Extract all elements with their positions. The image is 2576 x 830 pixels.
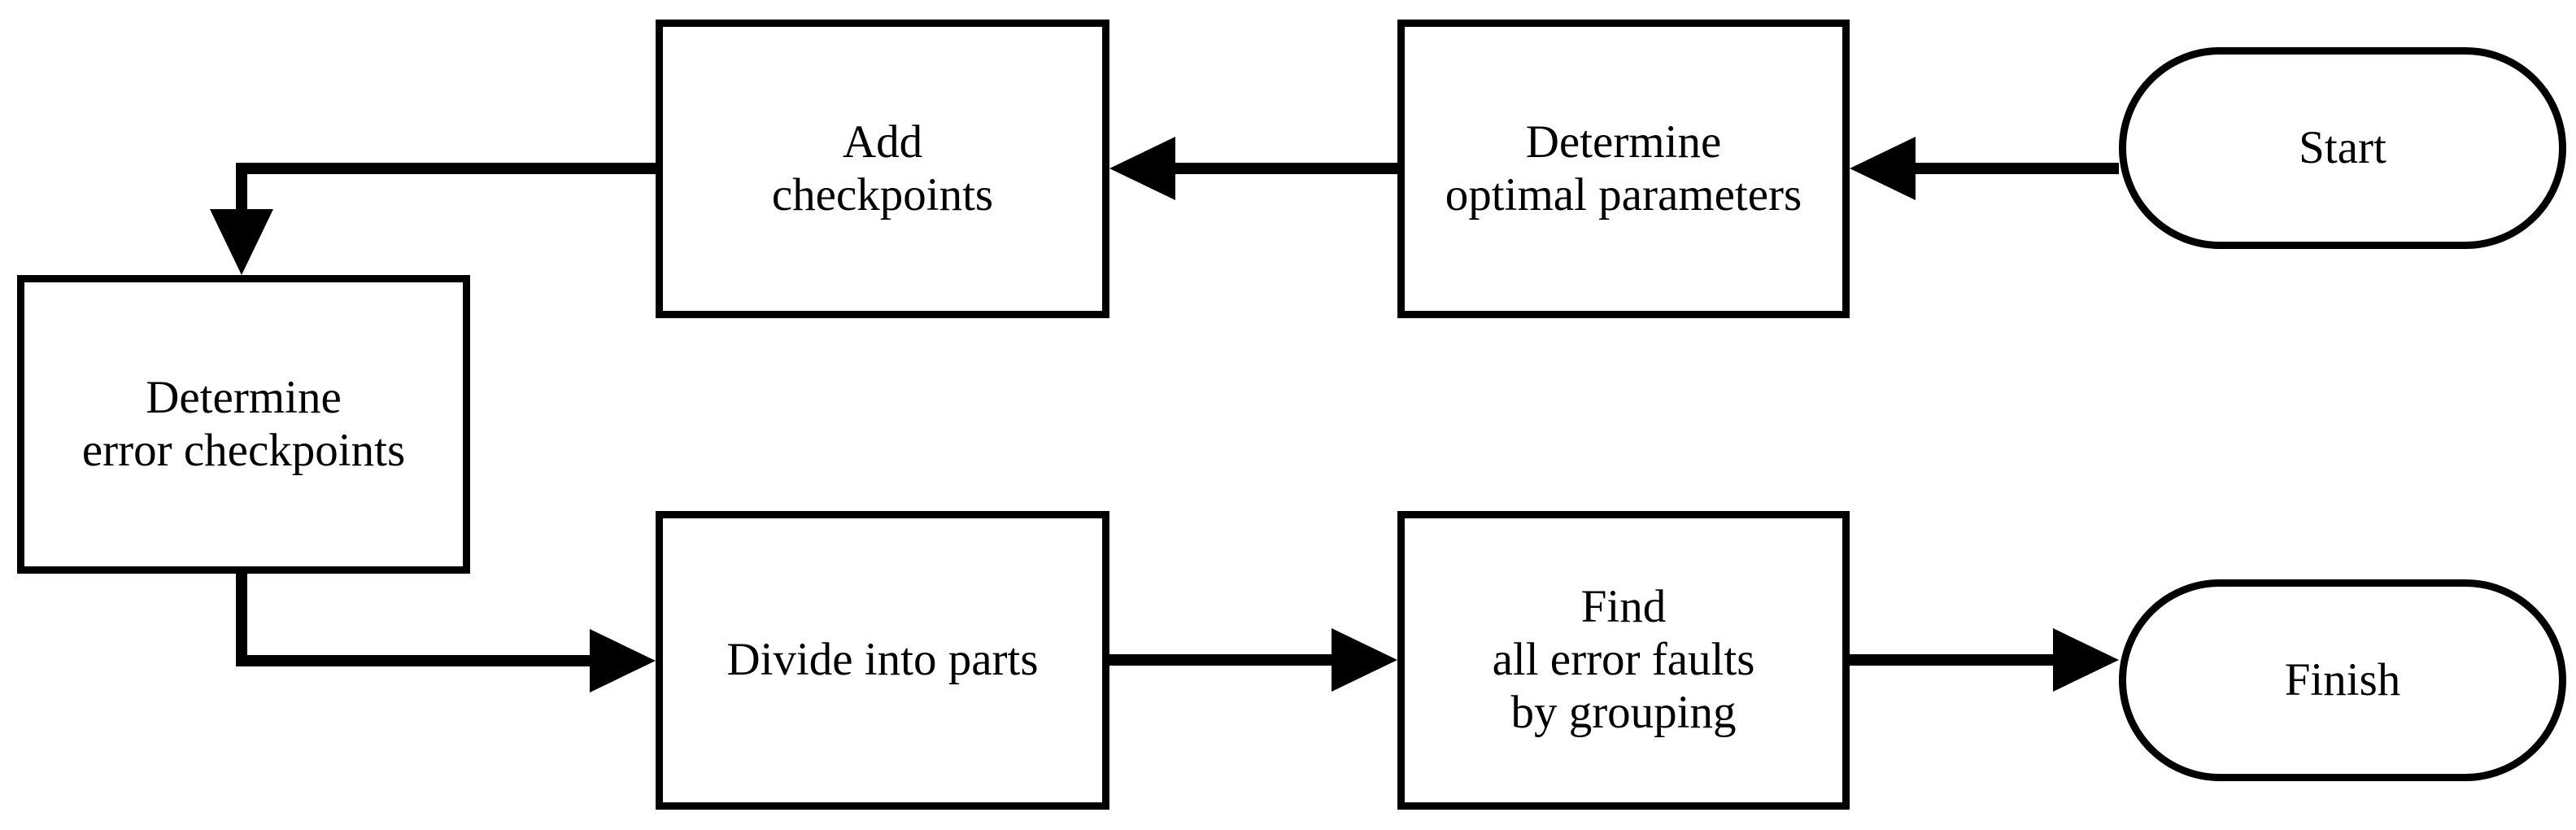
edge-start-to-determine-optimal <box>1850 137 2119 200</box>
node-divide-into-parts[interactable]: Divide into parts <box>656 511 1109 810</box>
node-determine-optimal-parameters-label: Determine optimal parameters <box>1445 116 1802 221</box>
node-divide-into-parts-label: Divide into parts <box>726 634 1039 686</box>
node-finish-label: Finish <box>2284 653 2401 706</box>
node-start[interactable]: Start <box>2119 47 2566 249</box>
node-determine-optimal-parameters[interactable]: Determine optimal parameters <box>1397 20 1850 318</box>
edge-divide-to-find-all-error <box>1109 628 1397 692</box>
node-add-checkpoints[interactable]: Add checkpoints <box>656 20 1109 318</box>
edge-determine-optimal-to-add <box>1109 137 1397 200</box>
edge-determine-error-to-divide <box>236 568 656 692</box>
node-find-all-error-faults[interactable]: Find all error faults by grouping <box>1397 511 1850 810</box>
node-determine-error-checkpoints-label: Determine error checkpoints <box>81 371 406 476</box>
node-find-all-error-faults-label: Find all error faults by grouping <box>1492 581 1755 738</box>
node-finish[interactable]: Finish <box>2119 579 2566 781</box>
node-start-label: Start <box>2299 121 2386 173</box>
edge-add-to-determine-error <box>210 163 661 275</box>
node-add-checkpoints-label: Add checkpoints <box>771 116 994 221</box>
edge-find-all-error-to-finish <box>1850 628 2119 692</box>
node-determine-error-checkpoints[interactable]: Determine error checkpoints <box>17 275 470 574</box>
